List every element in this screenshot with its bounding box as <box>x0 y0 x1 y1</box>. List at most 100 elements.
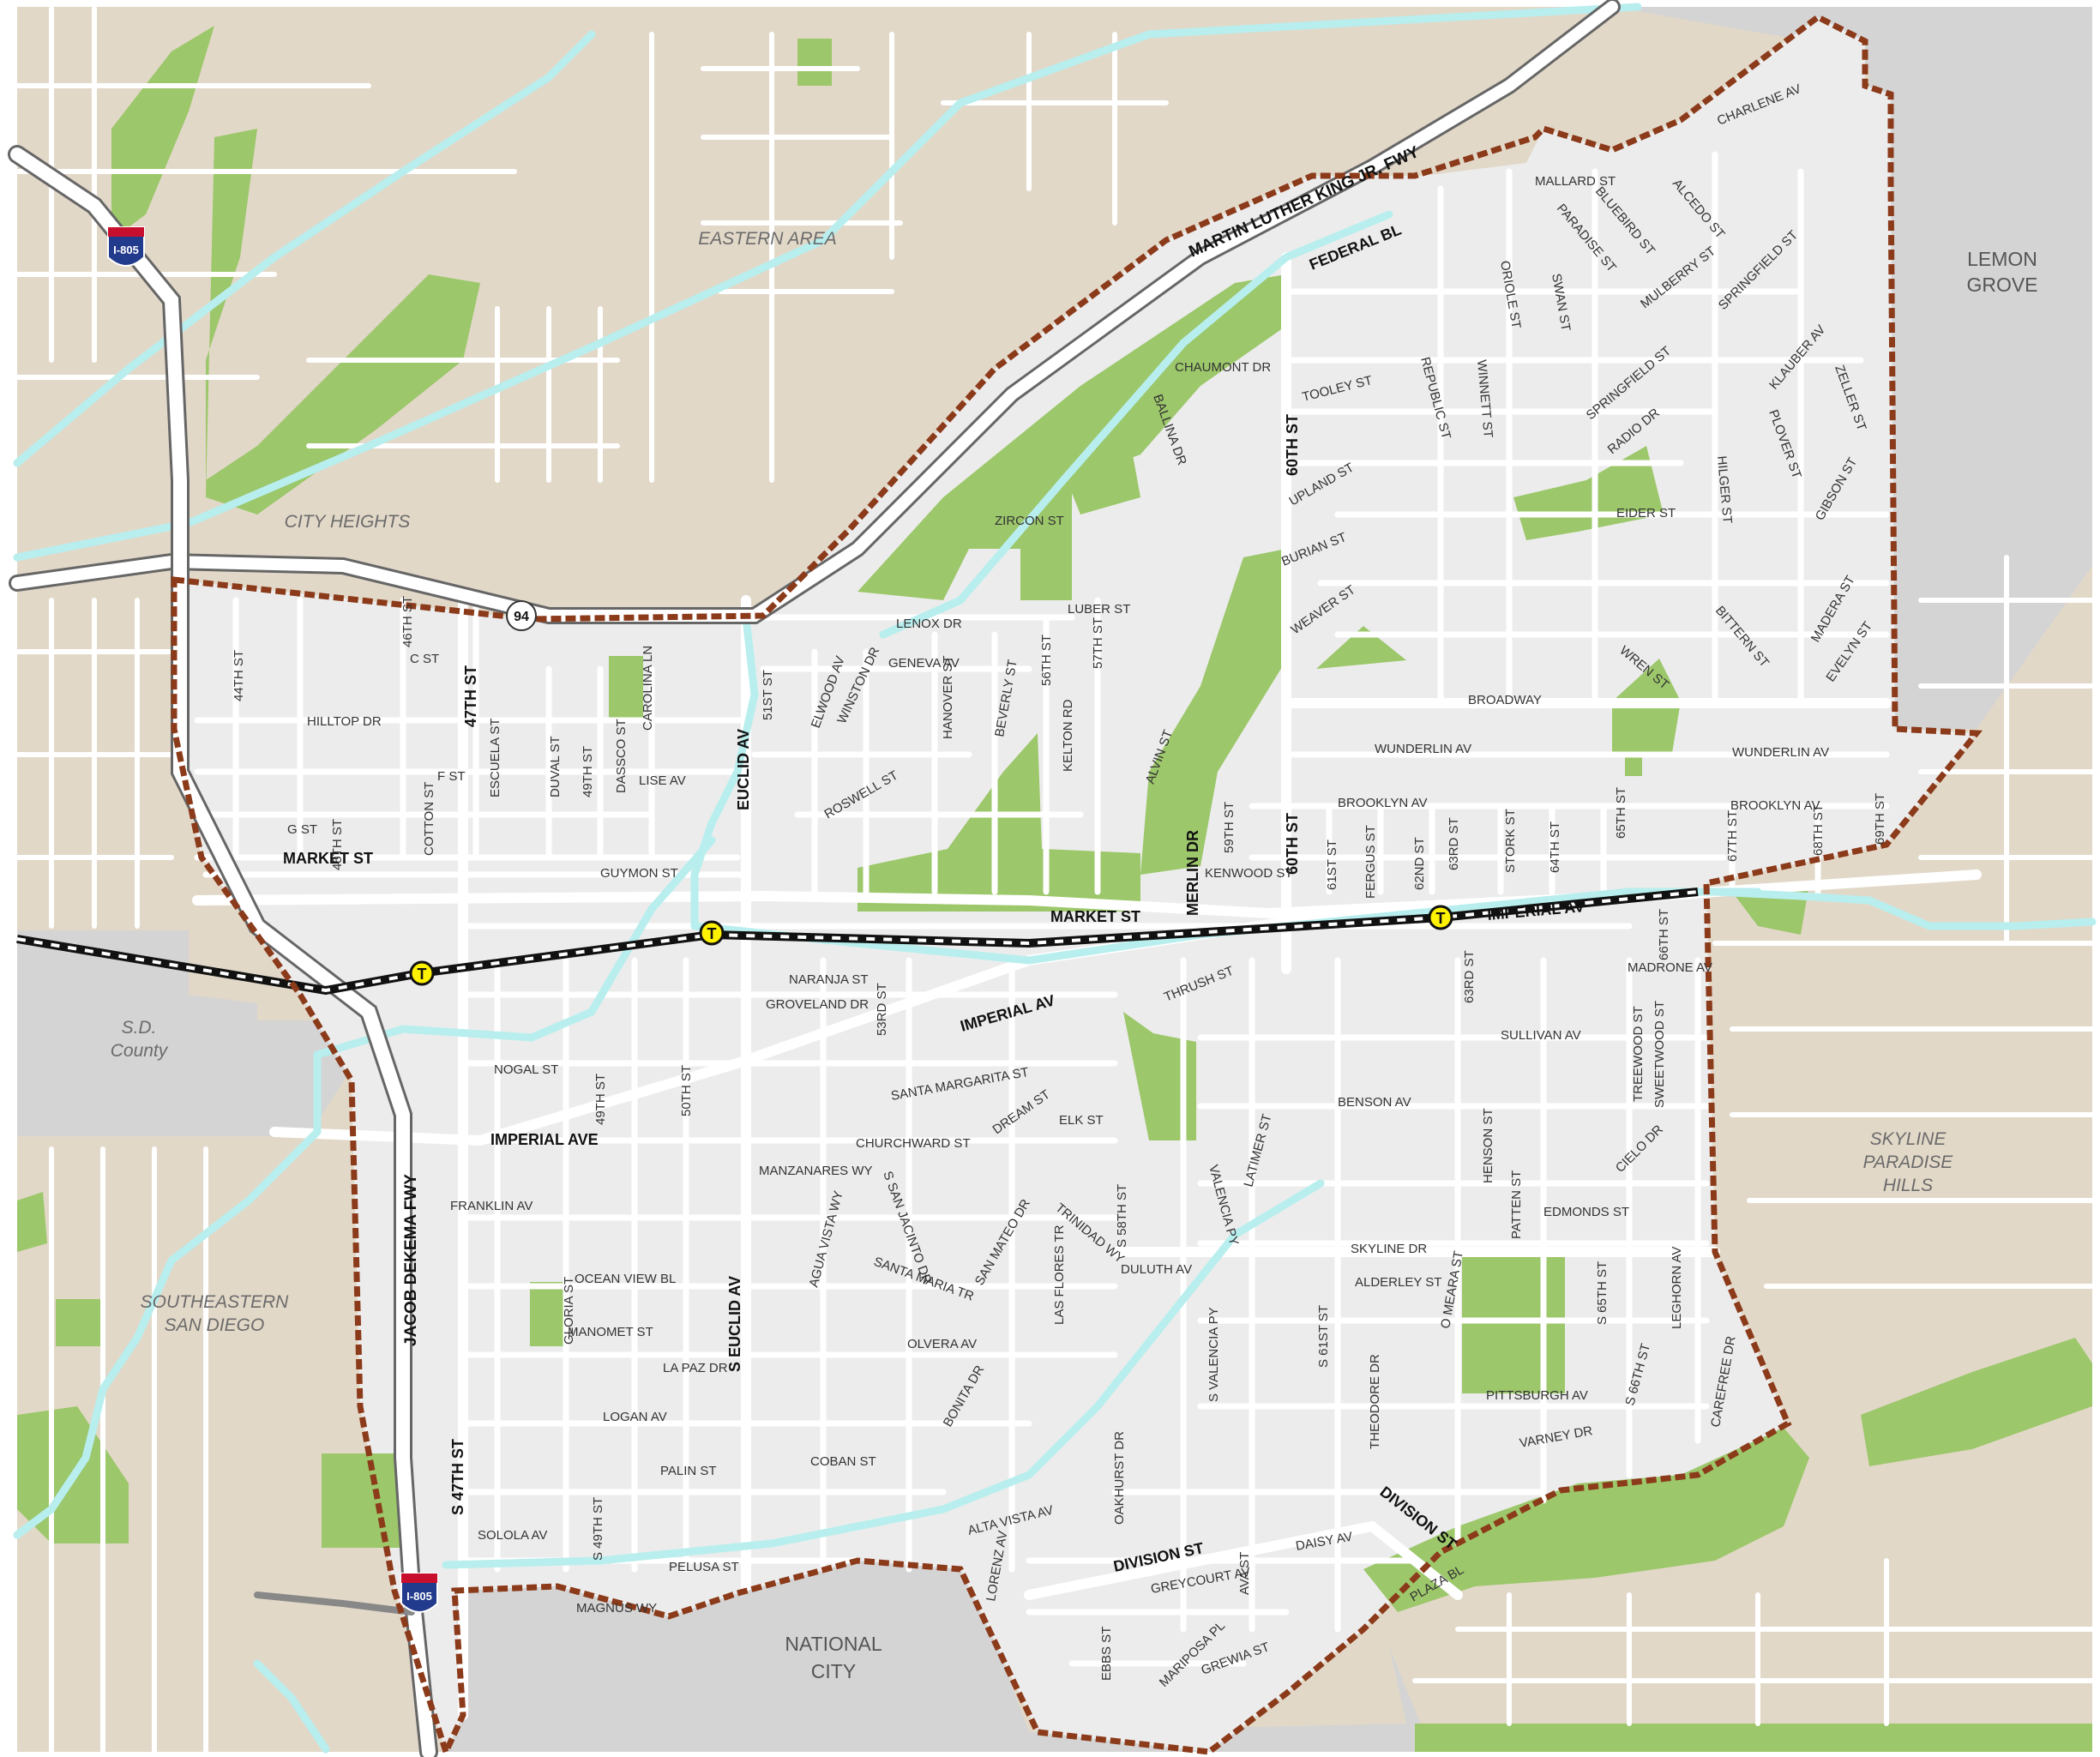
park-wunderlin <box>1625 755 1642 776</box>
street-label: S VALENCIA PY <box>1206 1307 1221 1402</box>
street-label: FRANKLIN AV <box>450 1199 533 1213</box>
trolley-stops: T T T <box>409 905 1453 986</box>
street-label: LUBER ST <box>1068 602 1130 617</box>
park-skyline-east <box>1861 1338 2092 1466</box>
street-label: EIDER ST <box>1616 506 1676 520</box>
street-label: KENWOOD ST <box>1205 866 1293 881</box>
community-boundary <box>171 13 1983 1757</box>
street-label-60th-st-s: 60TH ST <box>1284 813 1301 875</box>
street-label: OAKHURST DR <box>1112 1431 1127 1525</box>
sr94-shield: 94 <box>506 600 537 631</box>
street-label: CHURCHWARD ST <box>856 1136 971 1151</box>
street-label: S 58TH ST <box>1115 1184 1129 1248</box>
street-label: COBAN ST <box>810 1454 876 1469</box>
street-label: ZIRCON ST <box>995 514 1064 528</box>
street-label: S 49TH ST <box>591 1497 605 1561</box>
creek-chollas-north <box>13 30 596 467</box>
street-label: 63RD ST <box>1462 950 1477 1003</box>
street-label: MALLARD ST <box>1535 174 1616 189</box>
street-label: DUVAL ST <box>548 736 563 797</box>
street-label: SWEETWOOD ST <box>1652 1001 1667 1108</box>
trolley-stop-47th: T <box>409 960 435 986</box>
national-city-area <box>446 1561 1432 1752</box>
street-label: 61ST ST <box>1325 839 1339 890</box>
sr94-shield-label: 94 <box>514 610 529 624</box>
street-label: PITTSBURGH AV <box>1486 1388 1588 1403</box>
park-southeastern-2 <box>56 1299 103 1346</box>
street-label: DULUTH AV <box>1121 1262 1192 1277</box>
i805 <box>10 147 436 1757</box>
area-label-southeastern-2: SAN DIEGO <box>165 1315 265 1335</box>
park-zircon <box>1046 403 1140 514</box>
area-labels: EASTERN AREA CITY HEIGHTS LEMON GROVE S.… <box>111 229 2038 1682</box>
street-label: 53RD ST <box>875 983 889 1036</box>
street-label: GUYMON ST <box>600 866 678 881</box>
street-label: LOGAN AV <box>603 1410 667 1424</box>
street-label: MANZANARES WY <box>759 1164 873 1178</box>
street-label: 63RD ST <box>1447 817 1461 870</box>
sd-county-area <box>17 930 360 1136</box>
street-label: 49TH ST <box>581 746 595 797</box>
street-label: 67TH ST <box>1725 810 1740 862</box>
street-label: SKYLINE DR <box>1351 1242 1427 1256</box>
street-label: C ST <box>410 652 439 666</box>
park-city-heights-1 <box>206 129 480 514</box>
street-label: KELTON RD <box>1061 699 1075 772</box>
creek-federal <box>879 210 1393 639</box>
street-label: 57TH ST <box>1091 617 1105 669</box>
street-label: BENSON AV <box>1338 1095 1411 1110</box>
street-label: PALIN ST <box>660 1464 717 1478</box>
street-label: EBBS ST <box>1099 1627 1114 1681</box>
area-label-eastern: EASTERN AREA <box>698 229 836 249</box>
park-gloria <box>530 1282 564 1346</box>
street-label: 49TH ST <box>593 1074 608 1125</box>
area-label-skyline-1: SKYLINE <box>1870 1129 1947 1149</box>
street-label: HENSON ST <box>1481 1108 1495 1183</box>
trolley-stop-label: T <box>707 925 717 942</box>
street-label: PATTEN ST <box>1509 1170 1524 1239</box>
i805-south-ramp <box>254 1592 415 1616</box>
park-southeast-1 <box>857 733 1140 912</box>
street-label: HILLTOP DR <box>307 714 382 729</box>
street-label: S 65TH ST <box>1595 1261 1610 1325</box>
street-label: SULLIVAN AV <box>1501 1028 1581 1043</box>
park-south-edge <box>1415 1724 2092 1752</box>
freeway-label-dekema: JACOB DEKEMA FWY <box>402 1174 420 1346</box>
street-label: OLVERA AV <box>907 1337 977 1351</box>
street-label: 68TH ST <box>1811 804 1826 856</box>
park-north <box>797 39 832 86</box>
area-label-lemon-grove-1: LEMON <box>1967 248 2037 270</box>
trolley-stop-euclid: T <box>699 920 725 946</box>
area-label-city-heights: CITY HEIGHTS <box>285 512 411 532</box>
area-label-national-city-1: NATIONAL <box>785 1633 882 1655</box>
area-label-skyline-2: PARADISE <box>1863 1152 1954 1172</box>
area-label-sd-county-2: County <box>111 1041 169 1061</box>
street-label: EDMONDS ST <box>1543 1205 1629 1219</box>
street-label: CHAUMONT DR <box>1175 360 1271 375</box>
area-label-skyline-3: HILLS <box>1883 1176 1933 1195</box>
street-label: BROADWAY <box>1468 693 1542 707</box>
street-label-imperial-ave-w: IMPERIAL AVE <box>490 1131 599 1148</box>
street-label: LAS FLORES TR <box>1052 1224 1067 1325</box>
creek-west <box>13 836 716 1539</box>
street-label: LISE AV <box>639 773 686 788</box>
street-label: WUNDERLIN AV <box>1732 745 1829 760</box>
street-label-47th-st: 47TH ST <box>462 665 479 727</box>
trolley-stop-label: T <box>1436 910 1446 927</box>
street-label-euclid-av: EUCLID AV <box>735 729 752 810</box>
park-broadway <box>1316 626 1406 669</box>
street-label: 59TH ST <box>1222 802 1237 853</box>
park-chollas-nw <box>111 26 214 240</box>
street-label: 62ND ST <box>1412 837 1427 890</box>
street-label: HILGER ST <box>1714 455 1735 524</box>
street-label: NOGAL ST <box>494 1062 558 1077</box>
park-carolina <box>609 656 643 720</box>
street-label: CAROLINA LN <box>641 646 655 731</box>
street-label: 46TH ST <box>400 596 415 647</box>
street-label-merlin-dr: MERLIN DR <box>1184 830 1201 916</box>
creek-south <box>442 1179 1325 1569</box>
street-label-market-st-c: MARKET ST <box>1050 908 1140 925</box>
trolley-stop-label: T <box>418 966 427 983</box>
i805-shield-south: I-805 <box>400 1573 438 1613</box>
